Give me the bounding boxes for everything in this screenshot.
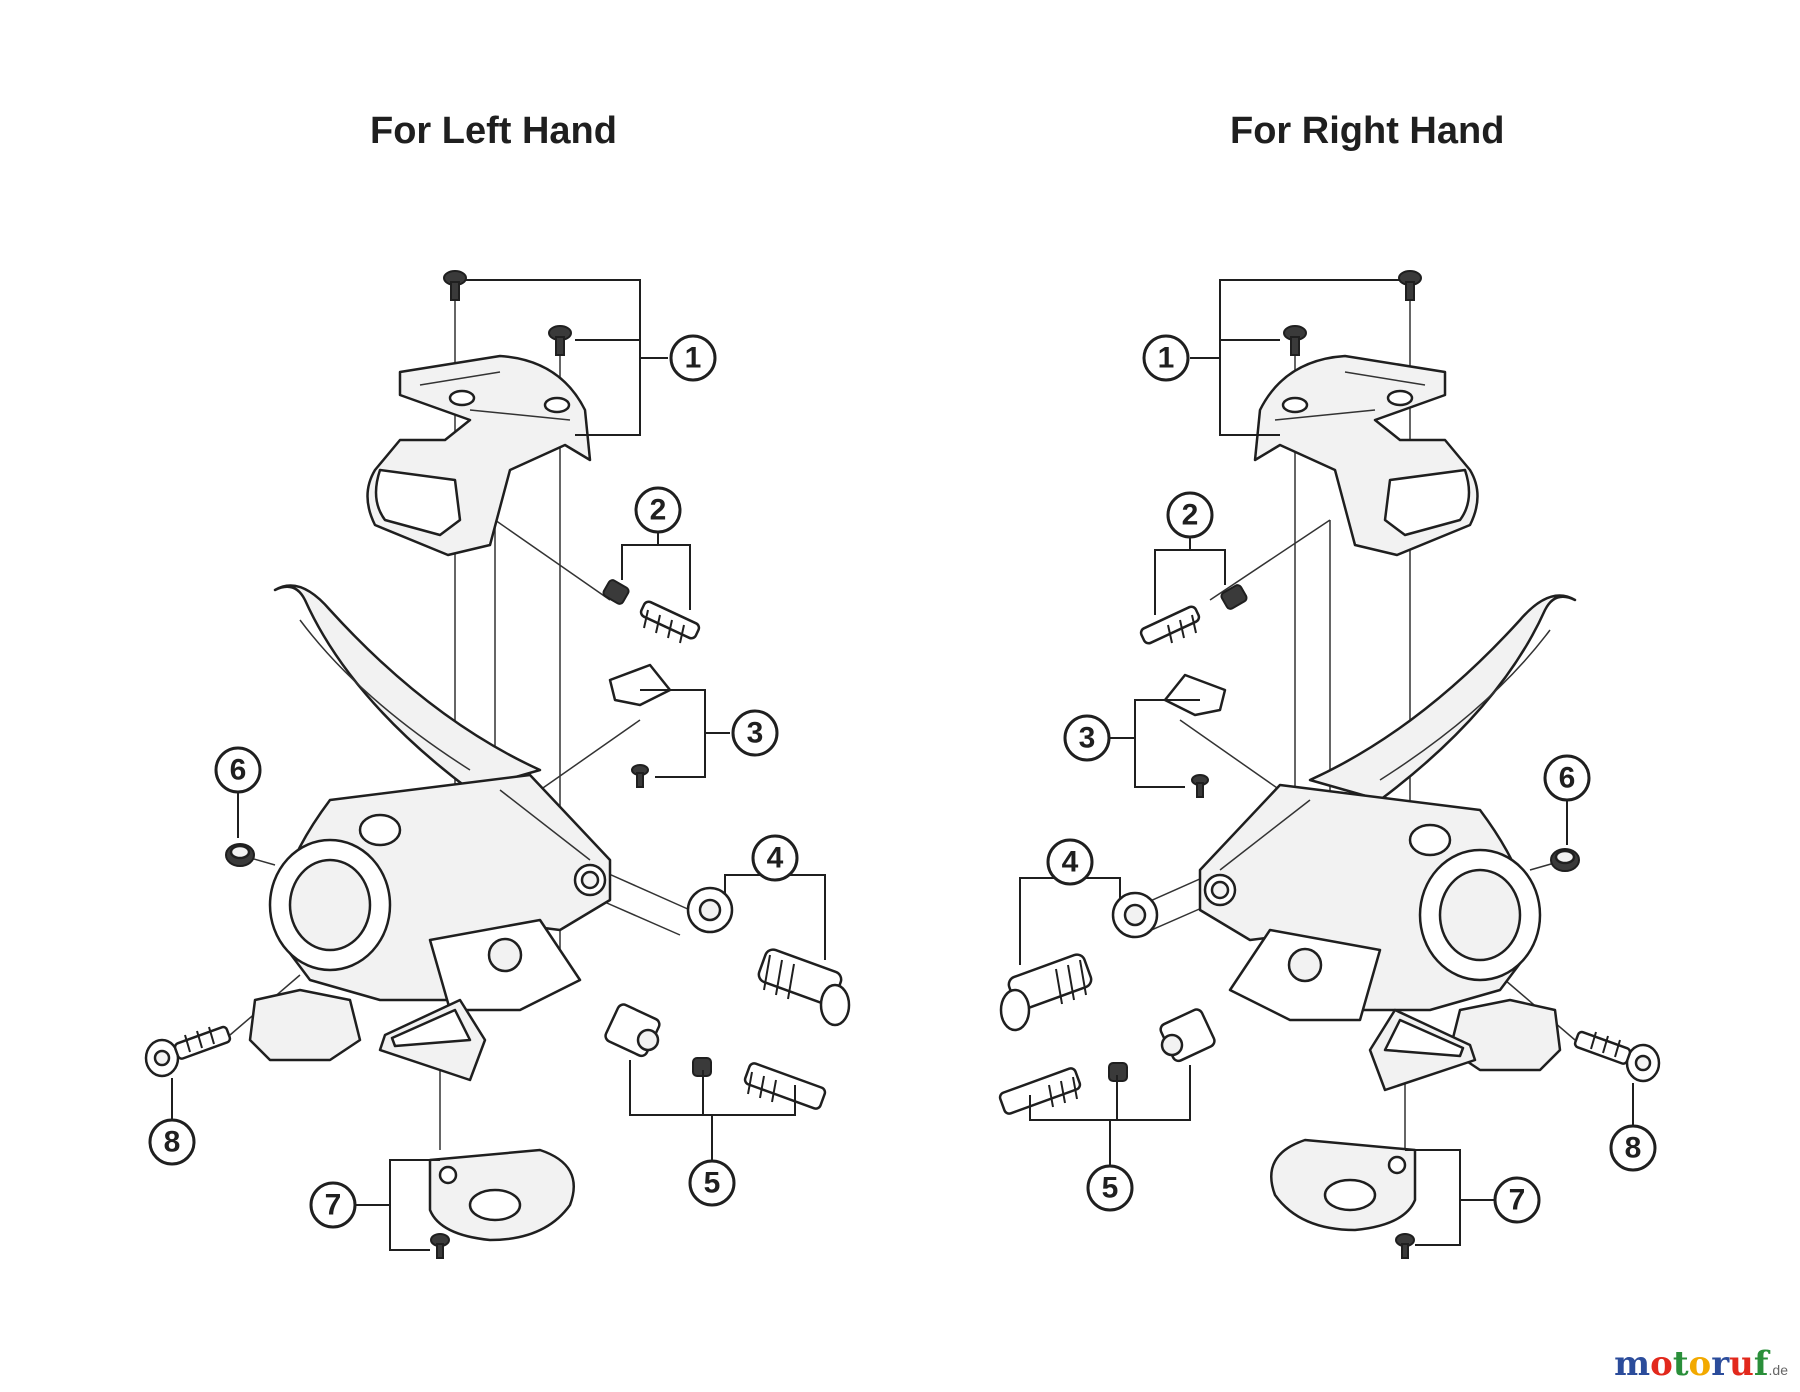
left-screw-1b [548, 325, 572, 356]
right-part-3 [1163, 673, 1227, 798]
left-callout-4: 4 [751, 834, 799, 882]
wm-letter: r [1711, 1344, 1730, 1384]
wm-letter: u [1729, 1344, 1754, 1384]
right-main-body [1198, 783, 1562, 1072]
right-lower-cover [1270, 1138, 1417, 1232]
left-lower-cover [428, 1148, 575, 1242]
right-callout-4: 4 [1046, 838, 1094, 886]
right-part-4 [999, 891, 1159, 1032]
left-callout-5: 5 [688, 1159, 736, 1207]
left-trigger-lever [378, 998, 487, 1082]
right-top-cover [1253, 354, 1479, 557]
right-part-2 [1139, 584, 1248, 645]
wm-letter: o [1688, 1344, 1712, 1384]
right-hand-assembly [998, 270, 1661, 1259]
wm-letter: m [1614, 1344, 1651, 1384]
left-callout-8: 8 [148, 1118, 196, 1166]
left-hand-title: For Left Hand [370, 110, 617, 152]
svg-text:3: 3 [747, 717, 764, 750]
right-callout-5: 5 [1086, 1164, 1134, 1212]
right-shift-lever [1308, 594, 1577, 802]
right-callout-2: 2 [1166, 491, 1214, 539]
right-trigger-lever [1368, 1008, 1477, 1092]
svg-text:2: 2 [1182, 499, 1199, 532]
right-callout-7: 7 [1493, 1176, 1541, 1224]
left-callout-1: 1 [669, 334, 717, 382]
wm-suffix: .de [1768, 1362, 1788, 1378]
svg-text:7: 7 [1509, 1184, 1526, 1217]
svg-text:4: 4 [1062, 846, 1079, 879]
svg-text:2: 2 [650, 494, 667, 527]
right-callout-6: 6 [1543, 754, 1591, 802]
left-part-4 [686, 886, 851, 1027]
left-main-body [248, 773, 612, 1062]
right-screw-1a [1398, 270, 1422, 301]
svg-text:5: 5 [704, 1167, 721, 1200]
left-callout-3: 3 [731, 709, 779, 757]
wm-letter: t [1672, 1344, 1689, 1384]
left-shift-lever [273, 584, 542, 792]
svg-text:6: 6 [230, 754, 247, 787]
motoruf-watermark-logo: motoruf.de [1614, 1344, 1788, 1384]
svg-text:8: 8 [1625, 1132, 1642, 1165]
left-screw-7 [430, 1233, 450, 1259]
wm-letter: o [1650, 1344, 1673, 1384]
right-callout-8: 8 [1609, 1124, 1657, 1172]
right-part-5 [998, 1008, 1216, 1115]
left-leaders [171, 279, 826, 1251]
left-part-2 [602, 579, 701, 644]
svg-text:3: 3 [1079, 722, 1096, 755]
right-callout-3: 3 [1063, 714, 1111, 762]
right-part-6 [1550, 848, 1580, 872]
svg-text:8: 8 [164, 1126, 181, 1159]
right-hand-title: For Right Hand [1230, 110, 1505, 152]
svg-text:4: 4 [767, 842, 784, 875]
left-hand-assembly: 1 2 3 4 5 6 7 8 [144, 270, 851, 1259]
left-part-8 [144, 1025, 232, 1078]
left-part-6 [225, 843, 255, 867]
left-part-5 [604, 1003, 827, 1110]
right-screw-7 [1395, 1233, 1415, 1259]
left-callout-6: 6 [214, 746, 262, 794]
right-screw-1b [1283, 325, 1307, 356]
svg-text:1: 1 [685, 342, 702, 375]
wm-letter: f [1753, 1344, 1769, 1384]
svg-text:5: 5 [1102, 1172, 1119, 1205]
svg-text:6: 6 [1559, 762, 1576, 795]
left-top-cover [366, 354, 592, 557]
svg-text:1: 1 [1158, 342, 1175, 375]
left-screw-1a [443, 270, 467, 301]
left-callout-7: 7 [309, 1181, 357, 1229]
svg-text:7: 7 [325, 1189, 342, 1222]
right-part-8 [1573, 1030, 1661, 1083]
left-part-3 [608, 663, 672, 788]
left-callout-2: 2 [634, 486, 682, 534]
right-callout-1: 1 [1142, 334, 1190, 382]
